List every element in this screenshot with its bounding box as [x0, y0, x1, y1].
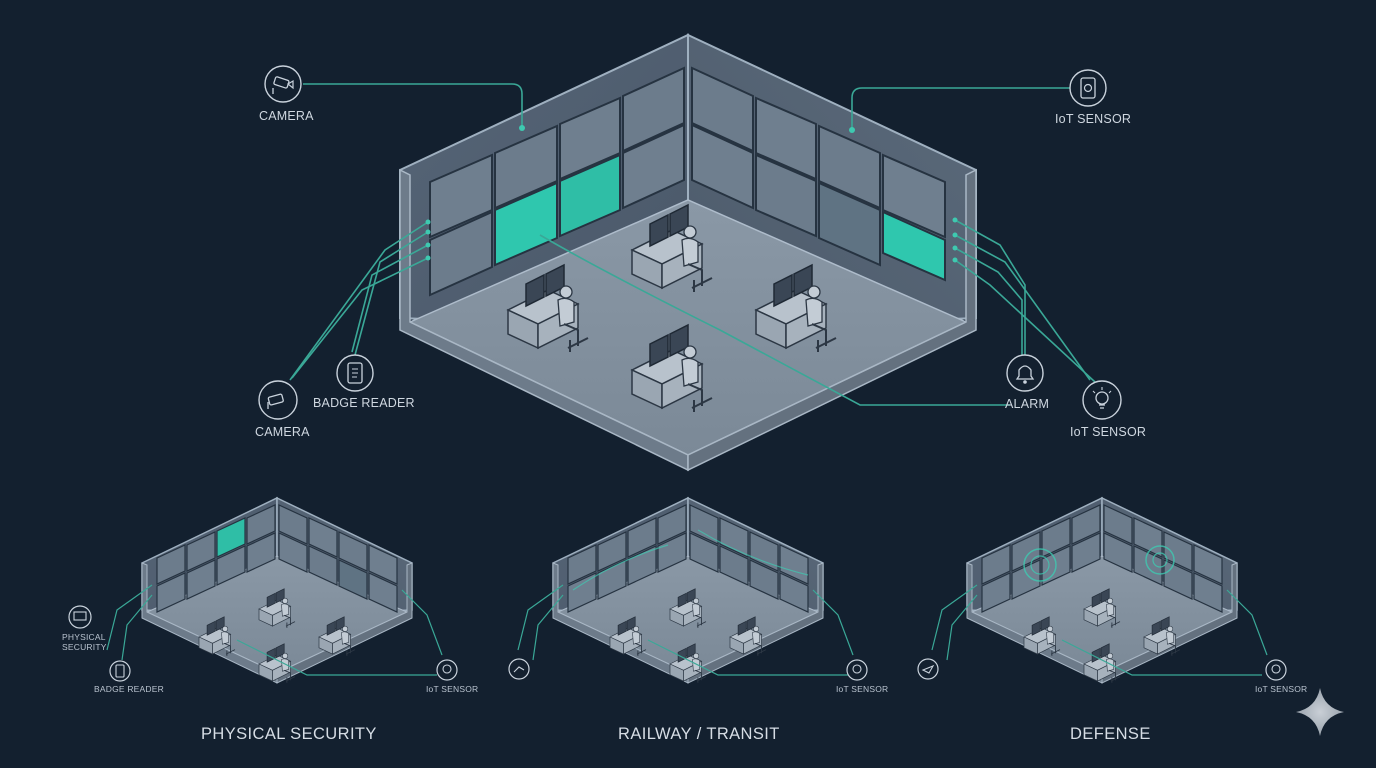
workstation	[198, 616, 236, 656]
sector-room	[106, 496, 443, 684]
sector-workstations	[198, 588, 356, 683]
caption-defense: DEFENSE	[1070, 725, 1151, 743]
sector-connection-lines	[517, 584, 854, 676]
workstation	[754, 263, 837, 352]
caption-railway-transit: RAILWAY / TRANSIT	[618, 725, 780, 743]
sparkle-logo	[1296, 688, 1344, 736]
workstation	[1143, 616, 1181, 656]
plane-icon	[917, 658, 939, 680]
iot-sensor-label-top: IoT SENSOR	[1055, 112, 1132, 126]
lightbulb-sensor-icon	[436, 659, 458, 681]
workstation	[258, 588, 296, 628]
lightbulb-sensor-icon	[1265, 659, 1287, 681]
sector-room	[931, 496, 1268, 684]
lightbulb-sensor-icon	[1082, 380, 1122, 420]
badge-reader-small-label: BADGE READER	[94, 684, 164, 694]
monitor-icon	[68, 605, 92, 629]
iot-sensor-label-bottom: IoT SENSOR	[1070, 425, 1147, 439]
workstation	[609, 616, 647, 656]
workstation	[630, 203, 713, 292]
iot-sensor-small-label-1: IoT SENSOR	[426, 684, 479, 694]
workstation	[258, 643, 296, 683]
badge-reader-label: BADGE READER	[313, 396, 415, 410]
iot-sensor-small-label-2: IoT SENSOR	[836, 684, 889, 694]
iot-sensor-icon	[1069, 69, 1107, 107]
workstations	[506, 203, 837, 412]
right-video-wall	[691, 66, 946, 282]
camera-icon	[258, 380, 298, 420]
badge-reader-icon	[109, 660, 131, 682]
main-control-room	[258, 33, 1122, 472]
camera-label-bottom: CAMERA	[255, 425, 310, 439]
connection-nodes	[425, 125, 958, 263]
sector-connection-lines	[931, 584, 1268, 676]
workstation	[669, 588, 707, 628]
sector-connection-lines	[106, 584, 443, 676]
sector-room	[517, 496, 854, 684]
left-video-wall	[429, 66, 685, 297]
lightbulb-sensor-icon	[846, 659, 868, 681]
caption-physical-security: PHYSICAL SECURITY	[201, 725, 377, 743]
room-base-right	[687, 168, 977, 472]
workstation	[1083, 588, 1121, 628]
workstation	[506, 263, 589, 352]
sector-workstations	[609, 588, 767, 683]
camera-icon	[264, 65, 302, 103]
workstation	[1083, 643, 1121, 683]
physical-security-small-label: PHYSICAL SECURITY	[62, 632, 107, 652]
alarm-bell-icon	[1006, 354, 1044, 392]
workstation	[630, 323, 713, 412]
main-connection-lines	[289, 83, 1096, 406]
workstation	[729, 616, 767, 656]
sector-rooms	[106, 496, 1268, 684]
workstation	[318, 616, 356, 656]
sector-workstations	[1023, 588, 1181, 683]
camera-label-top: CAMERA	[259, 109, 314, 123]
workstation	[1023, 616, 1061, 656]
route-icon	[508, 658, 530, 680]
badge-reader-icon	[336, 354, 374, 392]
alarm-label: ALARM	[1005, 397, 1050, 411]
iot-sensor-small-label-3: IoT SENSOR	[1255, 684, 1308, 694]
